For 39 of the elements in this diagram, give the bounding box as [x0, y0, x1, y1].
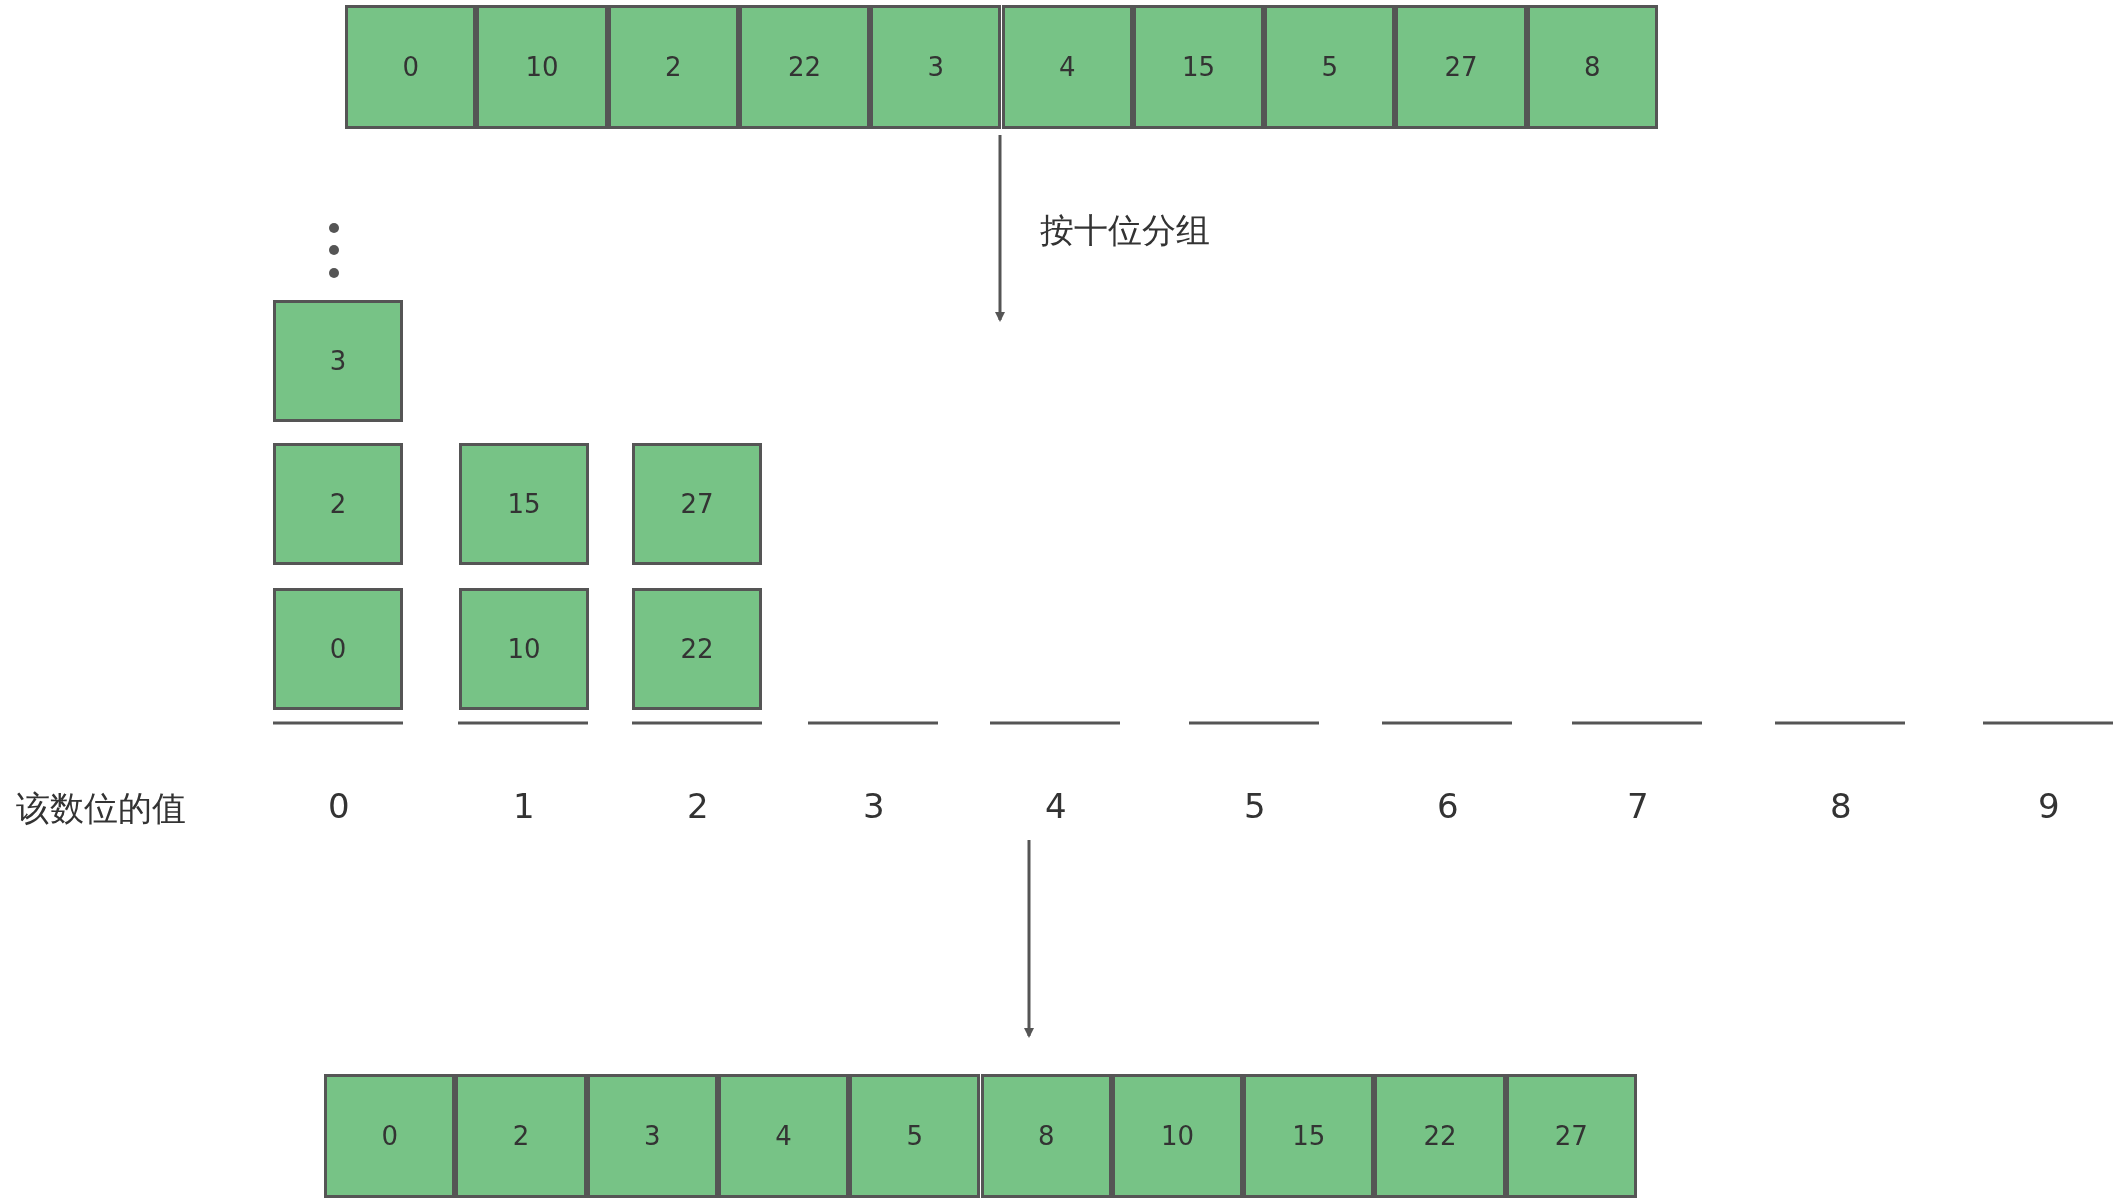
- array-cell: 2: [273, 443, 403, 565]
- array-cell: 27: [1505, 1074, 1637, 1198]
- array-cell: 5: [1264, 5, 1396, 129]
- bucket-number: 0: [328, 786, 350, 826]
- bucket-number: 8: [1830, 786, 1852, 826]
- array-cell: 15: [459, 443, 589, 565]
- array-cell: 22: [632, 588, 762, 710]
- array-cell: 15: [1132, 5, 1265, 129]
- array-cell: 22: [1374, 1074, 1506, 1198]
- array-cell: 15: [1243, 1074, 1375, 1198]
- array-cell: 3: [586, 1074, 718, 1198]
- array-cell: 2: [607, 5, 739, 129]
- array-cell: 4: [717, 1074, 850, 1198]
- bucket-number: 9: [2038, 786, 2060, 826]
- array-cell: 0: [273, 588, 403, 710]
- array-cell: 27: [632, 443, 762, 565]
- array-cell: 4: [1001, 5, 1133, 129]
- array-cell: 5: [849, 1074, 981, 1198]
- bucket-number: 6: [1437, 786, 1459, 826]
- array-cell: 0: [324, 1074, 456, 1198]
- array-cell: 10: [1111, 1074, 1244, 1198]
- bucket-number: 1: [513, 786, 535, 826]
- axis-label: 该数位的值: [16, 787, 186, 830]
- array-cell: 0: [345, 5, 477, 129]
- array-cell: 2: [455, 1074, 587, 1198]
- bucket-number: 7: [1627, 786, 1649, 826]
- array-cell: 8: [980, 1074, 1112, 1198]
- step-label: 按十位分组: [1040, 209, 1210, 252]
- array-cell: 3: [870, 5, 1002, 129]
- array-cell: 8: [1526, 5, 1658, 129]
- bucket-number: 2: [687, 786, 709, 826]
- bucket-number: 5: [1244, 786, 1266, 826]
- bucket-number: 3: [863, 786, 885, 826]
- array-cell: 22: [738, 5, 871, 129]
- array-cell: 10: [459, 588, 589, 710]
- array-cell: 3: [273, 300, 403, 422]
- bucket-number: 4: [1045, 786, 1067, 826]
- array-cell: 10: [476, 5, 608, 129]
- array-cell: 27: [1395, 5, 1527, 129]
